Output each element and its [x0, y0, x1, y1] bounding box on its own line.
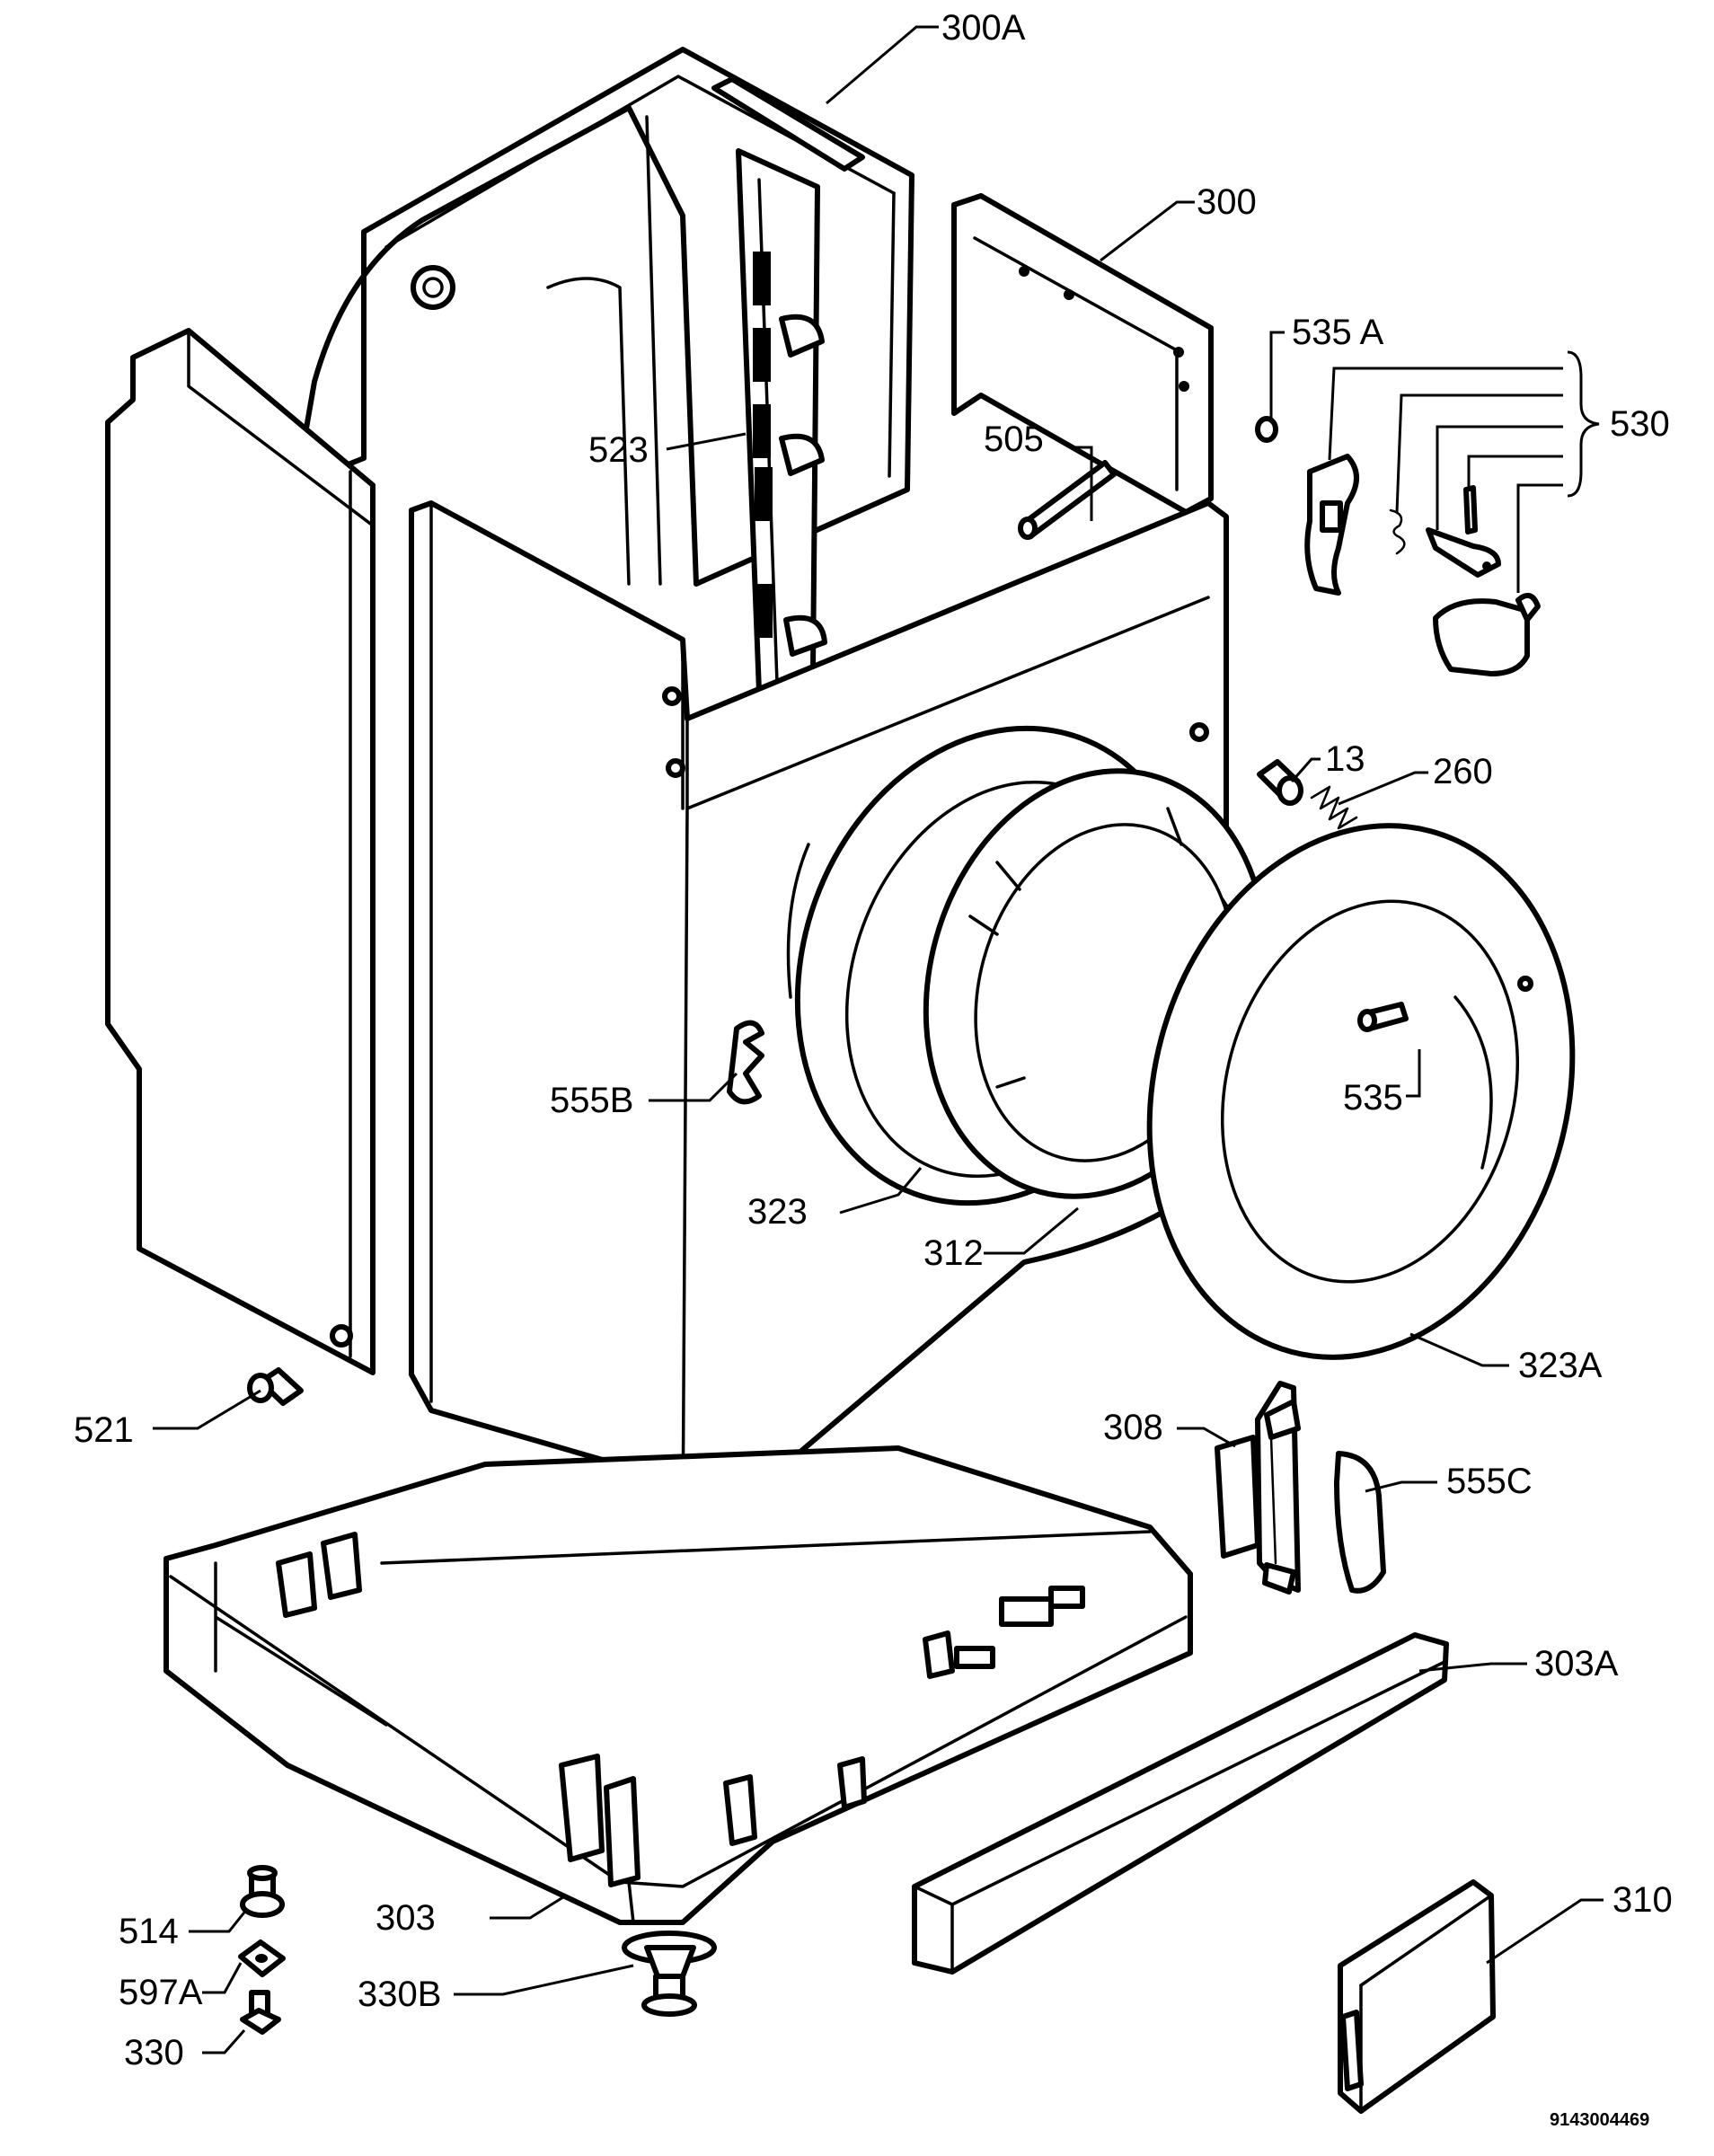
latch-pin-part: [1357, 1002, 1409, 1032]
reinforcement-strip-part: [736, 148, 827, 694]
label-312: 312: [923, 1233, 984, 1273]
part-labels: 300A 300 535 A 530 523 505 13 260 555B 5…: [74, 8, 1673, 2130]
label-514: 514: [119, 1912, 179, 1951]
label-310: 310: [1612, 1880, 1673, 1920]
door-handle-assembly-part: [1255, 416, 1541, 676]
left-side-panel-part: [105, 328, 375, 1375]
label-260: 260: [1433, 752, 1493, 791]
service-flap-part: [1338, 1879, 1496, 2114]
small-hardware-part-13: [1257, 759, 1303, 806]
label-535: 535: [1343, 1078, 1403, 1118]
label-330B: 330B: [358, 1975, 441, 2014]
bolt-part-330: [240, 1990, 281, 2035]
label-303: 303: [375, 1898, 436, 1938]
label-323: 323: [747, 1192, 808, 1232]
label-308: 308: [1103, 1408, 1163, 1447]
label-597A: 597A: [119, 1973, 203, 2012]
square-nut-part-597A: [238, 1940, 286, 1977]
top-rail-part: [711, 76, 865, 172]
spring-part-260: [1310, 785, 1358, 830]
screw-part-514: [240, 1865, 285, 1918]
right-frame-part: [951, 193, 1214, 515]
label-13: 13: [1325, 739, 1365, 779]
label-300: 300: [1197, 182, 1257, 222]
label-300A: 300A: [941, 8, 1026, 48]
label-535A: 535 A: [1292, 313, 1384, 352]
label-530: 530: [1610, 404, 1670, 444]
door-outer-ring-part: [1146, 823, 1576, 1360]
label-555C: 555C: [1446, 1462, 1533, 1501]
door-hinge-part: [1215, 1381, 1301, 1595]
label-323A: 323A: [1518, 1346, 1603, 1385]
drawing-code: 9143004469: [1550, 2110, 1649, 2130]
label-555B: 555B: [550, 1081, 633, 1120]
label-303A: 303A: [1534, 1644, 1619, 1683]
label-505: 505: [984, 420, 1044, 459]
label-330: 330: [124, 2033, 184, 2072]
base-frame-part: [163, 1445, 1193, 1925]
leader-lines: [153, 25, 1604, 2054]
screw-part-521: [247, 1367, 304, 1406]
label-521: 521: [74, 1410, 134, 1450]
adjustable-foot-part: [622, 1931, 717, 2017]
rod-part-505: [1018, 460, 1117, 540]
plinth-panel-part: [912, 1632, 1449, 1975]
cover-part-555C: [1334, 1451, 1386, 1594]
label-523: 523: [588, 430, 649, 470]
